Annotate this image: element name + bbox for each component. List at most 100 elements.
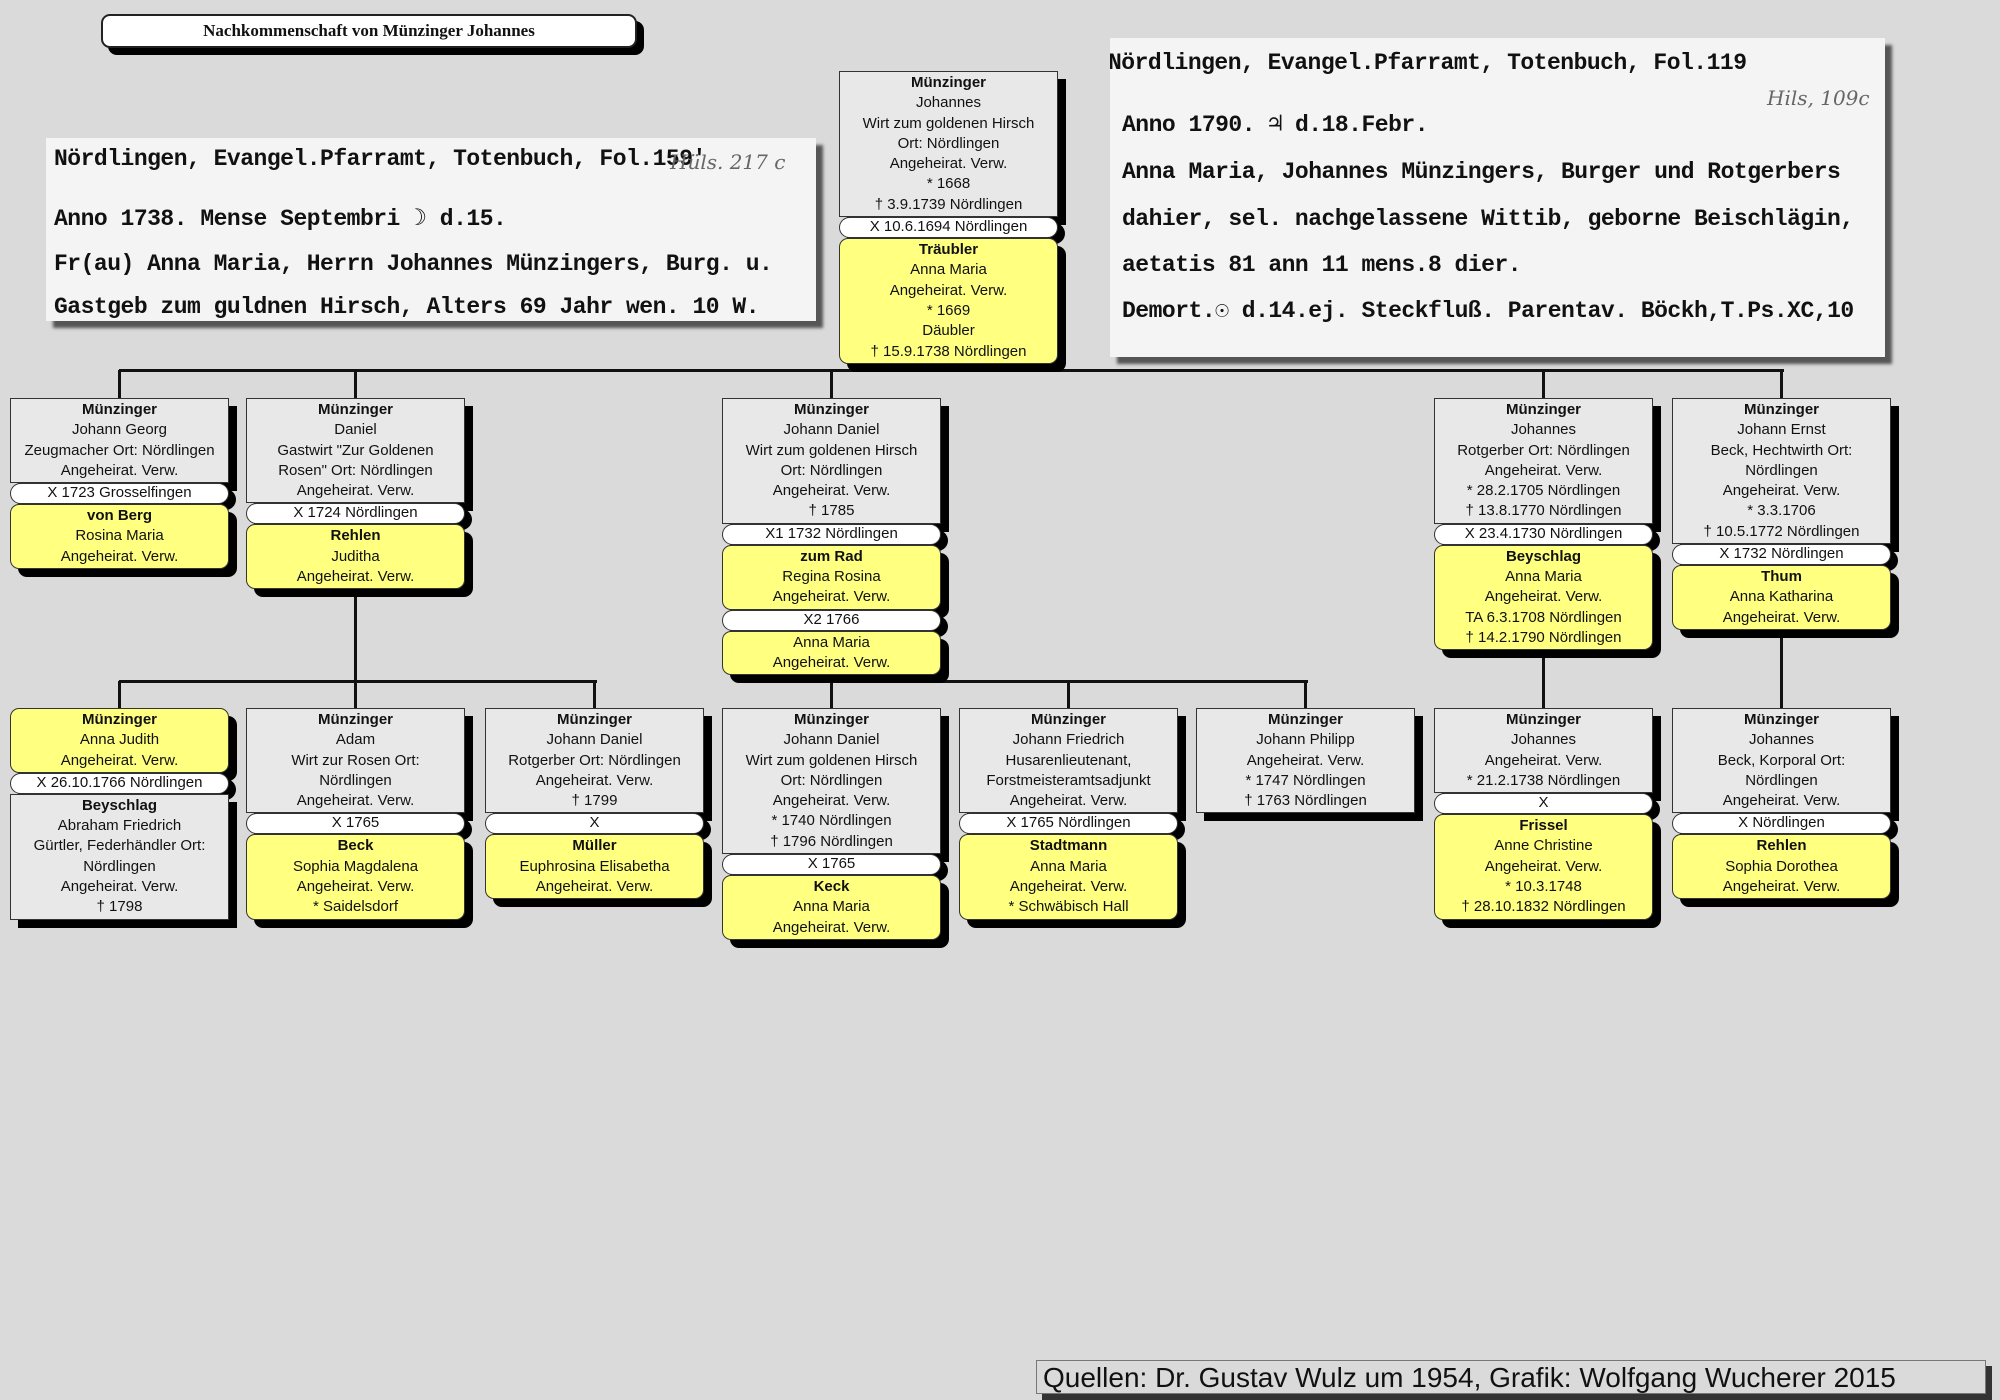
person-detail: Angeheirat. Verw. bbox=[296, 568, 415, 586]
marriage-label: X 23.4.1730 Nördlingen bbox=[1434, 523, 1653, 545]
person-detail: Angeheirat. Verw. bbox=[772, 792, 891, 810]
person-detail: † 3.9.1739 Nördlingen bbox=[874, 195, 1023, 213]
person-detail: Nördlingen bbox=[1745, 461, 1818, 479]
person-detail: Wirt zum goldenen Hirsch bbox=[745, 751, 918, 769]
person-surname: Münzinger bbox=[794, 401, 869, 418]
person-detail: † 28.10.1832 Nördlingen bbox=[1461, 898, 1626, 916]
person-detail: Gastwirt "Zur Goldenen bbox=[277, 441, 434, 459]
marriage-label: X bbox=[485, 813, 704, 835]
person-detail: Sophia Magdalena bbox=[292, 857, 419, 875]
person-detail: Angeheirat. Verw. bbox=[535, 771, 654, 789]
person-detail: Johann Daniel bbox=[783, 421, 880, 439]
connector-line bbox=[1780, 370, 1783, 398]
person-detail: † 10.5.1772 Nördlingen bbox=[1703, 522, 1860, 540]
person-detail: Angeheirat. Verw. bbox=[1484, 751, 1603, 769]
person-detail: * 1669 bbox=[926, 301, 971, 319]
person-detail: Johann Philipp bbox=[1256, 731, 1355, 749]
person-surname: Münzinger bbox=[1268, 711, 1343, 728]
person-detail: Euphrosina Elisabetha bbox=[519, 857, 670, 875]
connector-line bbox=[830, 681, 833, 708]
person-detail: Angeheirat. Verw. bbox=[60, 461, 179, 479]
connector-line bbox=[354, 370, 357, 398]
person-detail: Johann Ernst bbox=[1737, 421, 1826, 439]
sources-footer: Quellen: Dr. Gustav Wulz um 1954, Grafik… bbox=[1036, 1360, 1986, 1394]
person-detail: Wirt zum goldenen Hirsch bbox=[862, 114, 1035, 132]
person-surname: Frissel bbox=[1519, 817, 1568, 835]
person-detail: Angeheirat. Verw. bbox=[889, 281, 1008, 299]
person-surname: Träubler bbox=[918, 241, 979, 259]
connector-line bbox=[118, 681, 121, 708]
connector-line bbox=[354, 681, 357, 708]
person-detail: Forstmeisteramtsadjunkt bbox=[986, 771, 1151, 789]
chart-title: Nachkommenschaft von Münzinger Johannes bbox=[101, 14, 637, 48]
person-detail: Johann Georg bbox=[71, 421, 168, 439]
person-detail: * 10.3.1748 bbox=[1505, 878, 1582, 896]
document-text-line: dahier, sel. nachgelassene Wittib, gebor… bbox=[1122, 206, 1854, 232]
person-detail: † 1785 bbox=[808, 502, 855, 520]
connector-line bbox=[593, 681, 596, 708]
person-surname: Stadtmann bbox=[1029, 837, 1108, 855]
person-detail: Johannes bbox=[1510, 421, 1577, 439]
connector-line bbox=[354, 570, 357, 681]
person-detail: Angeheirat. Verw. bbox=[296, 878, 415, 896]
person-detail: Angeheirat. Verw. bbox=[1009, 792, 1128, 810]
person-detail: Rosen" Ort: Nördlingen bbox=[278, 461, 433, 479]
person-detail: Angeheirat. Verw. bbox=[60, 547, 179, 565]
person-detail: Johannes bbox=[1510, 731, 1577, 749]
person-detail: Angeheirat. Verw. bbox=[1246, 751, 1365, 769]
handwritten-note: Hils, 109c bbox=[1767, 86, 1870, 110]
person-detail: Anna Maria bbox=[910, 261, 987, 279]
person-detail: Angeheirat. Verw. bbox=[296, 792, 415, 810]
person-detail: * 1747 Nördlingen bbox=[1245, 771, 1366, 789]
person-detail: Rotgerber Ort: Nördlingen bbox=[1457, 441, 1630, 459]
marriage-label: X Nördlingen bbox=[1672, 813, 1891, 835]
person-surname: Münzinger bbox=[911, 74, 986, 91]
person-detail: Rosina Maria bbox=[75, 527, 164, 545]
person-detail: Angeheirat. Verw. bbox=[889, 155, 1008, 173]
handwritten-note: Hüls. 217 c bbox=[670, 150, 786, 174]
person-surname: Keck bbox=[813, 878, 850, 896]
person-detail: * 1740 Nördlingen bbox=[771, 812, 892, 830]
person-detail: Nördlingen bbox=[1745, 771, 1818, 789]
person-detail: Angeheirat. Verw. bbox=[1009, 878, 1128, 896]
marriage-label: X 1723 Grosselfingen bbox=[10, 483, 229, 505]
person-surname: Münzinger bbox=[1744, 711, 1819, 728]
connector-line bbox=[1304, 681, 1307, 708]
person-surname: Münzinger bbox=[318, 401, 393, 418]
person-detail: Anne Christine bbox=[1494, 837, 1593, 855]
person-detail: Anna Maria bbox=[793, 898, 870, 916]
connector-line bbox=[1780, 620, 1783, 708]
person-detail: † 1799 bbox=[571, 792, 618, 810]
document-text-line: Anna Maria, Johannes Münzingers, Burger … bbox=[1122, 159, 1841, 185]
person-detail: Angeheirat. Verw. bbox=[1484, 588, 1603, 606]
person-detail: Angeheirat. Verw. bbox=[60, 751, 179, 769]
person-surname: Münzinger bbox=[318, 711, 393, 728]
connector-line bbox=[119, 680, 597, 683]
person-surname: Münzinger bbox=[557, 711, 632, 728]
scanned-document-left: Nördlingen, Evangel.Pfarramt, Totenbuch,… bbox=[46, 138, 816, 321]
person-surname: Münzinger bbox=[82, 401, 157, 418]
